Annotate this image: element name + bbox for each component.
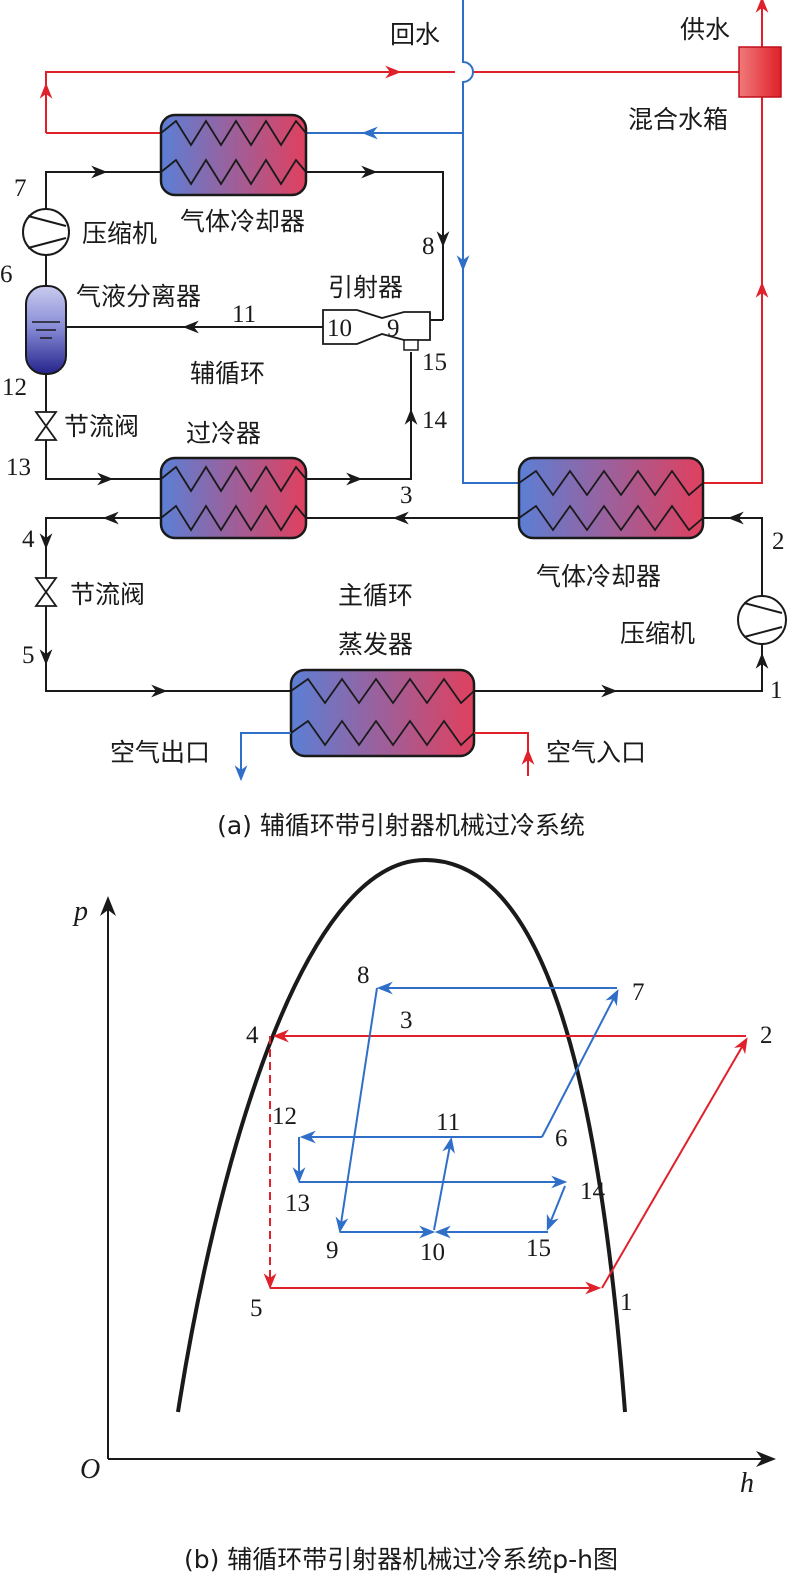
b-point-12: 12: [272, 1103, 297, 1130]
a-point-13: 13: [6, 454, 31, 481]
subcooler-coil-2: [160, 504, 307, 532]
pipe-4: [45, 517, 161, 578]
label-gas-cooler-main: 气体冷却器: [536, 562, 661, 591]
gas-cooler-main: [517, 456, 705, 540]
b-point-10: 10: [420, 1239, 445, 1266]
throttle-valve-main: [34, 577, 58, 607]
caption-b: (b) 辅循环带引射器机械过冷系统p-h图: [184, 1545, 618, 1574]
ph-diagram: p h O 1 2 3 4 5 6 7 8 9 10 11 12 13 1: [72, 857, 776, 1574]
ejector: [322, 309, 431, 345]
pipe-5: [45, 606, 291, 692]
caption-a: (a) 辅循环带引射器机械过冷系统: [217, 811, 585, 840]
a-point-8: 8: [422, 233, 435, 260]
evaporator-coil-1: [290, 677, 475, 705]
a-point-2: 2: [772, 528, 785, 555]
label-subcooler: 过冷器: [186, 419, 261, 448]
b-point-13: 13: [285, 1190, 310, 1217]
y-axis-label: p: [72, 896, 88, 927]
pipe-gascooler-to-8: [306, 171, 444, 320]
a-point-3: 3: [400, 482, 413, 509]
a-point-15: 15: [422, 349, 447, 376]
ejector-suction-port: [403, 339, 419, 351]
label-ejector: 引射器: [328, 273, 403, 302]
saturation-dome: [176, 857, 627, 1413]
subcooler: [159, 456, 308, 540]
b-point-2: 2: [760, 1022, 773, 1049]
label-throttle-main: 节流阀: [70, 580, 145, 609]
label-air-out: 空气出口: [110, 738, 210, 767]
compressor-main: [737, 595, 787, 645]
b-point-9: 9: [326, 1237, 339, 1264]
b-point-11: 11: [436, 1109, 460, 1136]
label-compressor-main: 压缩机: [620, 619, 695, 648]
label-air-in: 空气入口: [546, 738, 646, 767]
b-point-1: 1: [620, 1289, 633, 1316]
compressor-aux-mark-1: [27, 215, 67, 227]
b-point-6: 6: [555, 1125, 568, 1152]
gascooler-main-water-out: [703, 97, 763, 484]
a-point-6: 6: [0, 261, 13, 288]
pipe-7-to-gascooler: [45, 171, 161, 210]
a-point-10: 10: [327, 315, 352, 342]
b-point-7: 7: [632, 979, 645, 1006]
ph-aux-14-15: [546, 1185, 566, 1231]
b-point-4: 4: [246, 1022, 259, 1049]
subcooler-coil-1: [160, 465, 307, 493]
ph-main-1-2: [601, 1037, 748, 1289]
a-point-5: 5: [22, 642, 35, 669]
a-point-7: 7: [14, 175, 27, 202]
ph-aux-10-11: [433, 1136, 455, 1231]
x-axis-label: h: [740, 1468, 754, 1499]
evaporator: [289, 668, 476, 758]
label-aux-cycle: 辅循环: [190, 359, 265, 388]
gas-cooler-aux-coil-1: [160, 119, 307, 147]
gas-cooler-aux: [159, 113, 308, 197]
ph-aux-8-9: [335, 987, 378, 1234]
pipe-13: [45, 440, 161, 480]
label-compressor-aux: 压缩机: [82, 219, 157, 248]
a-point-9: 9: [387, 315, 400, 342]
mixing-tank: [738, 46, 782, 98]
gas-cooler-aux-coil-2: [160, 158, 307, 186]
label-mixing-tank: 混合水箱: [628, 105, 728, 134]
system-diagram: 回水 供水 混合水箱 压缩机 气体冷却器 气液分离器 引射器 辅循环 节流阀 过…: [0, 0, 787, 840]
label-gas-cooler-aux: 气体冷却器: [180, 207, 305, 236]
compressor-aux-mark-2: [27, 237, 67, 249]
a-point-1: 1: [770, 677, 783, 704]
label-separator: 气液分离器: [76, 282, 201, 311]
return-water-pipe: [462, 0, 519, 484]
a-point-4: 4: [22, 526, 35, 553]
label-evaporator: 蒸发器: [338, 630, 413, 659]
evaporator-coil-2: [290, 719, 475, 747]
gas-cooler-main-coil-2: [518, 504, 704, 532]
label-supply-water: 供水: [680, 15, 730, 44]
a-point-11: 11: [232, 301, 256, 328]
compressor-main-mark-1: [743, 602, 783, 614]
ph-aux-6-7: [541, 989, 619, 1138]
gas-cooler-main-coil-1: [518, 469, 704, 497]
pipe-14: [306, 352, 412, 480]
pipe-2: [703, 517, 763, 596]
b-point-15: 15: [526, 1235, 551, 1262]
b-point-8: 8: [357, 962, 370, 989]
air-inlet-pipe: [474, 732, 529, 774]
b-point-3: 3: [400, 1007, 413, 1034]
b-point-5: 5: [250, 1295, 263, 1322]
origin-label: O: [80, 1454, 100, 1485]
air-outlet-arrow: [234, 732, 291, 782]
label-return-water: 回水: [390, 20, 440, 49]
a-point-14: 14: [422, 407, 448, 434]
a-point-12: 12: [2, 374, 27, 401]
label-main-cycle: 主循环: [338, 581, 413, 610]
b-point-14: 14: [580, 1178, 606, 1205]
label-throttle-aux: 节流阀: [64, 412, 139, 441]
throttle-valve-aux: [34, 411, 58, 441]
compressor-main-mark-2: [743, 626, 783, 638]
pipe-1: [474, 644, 763, 692]
